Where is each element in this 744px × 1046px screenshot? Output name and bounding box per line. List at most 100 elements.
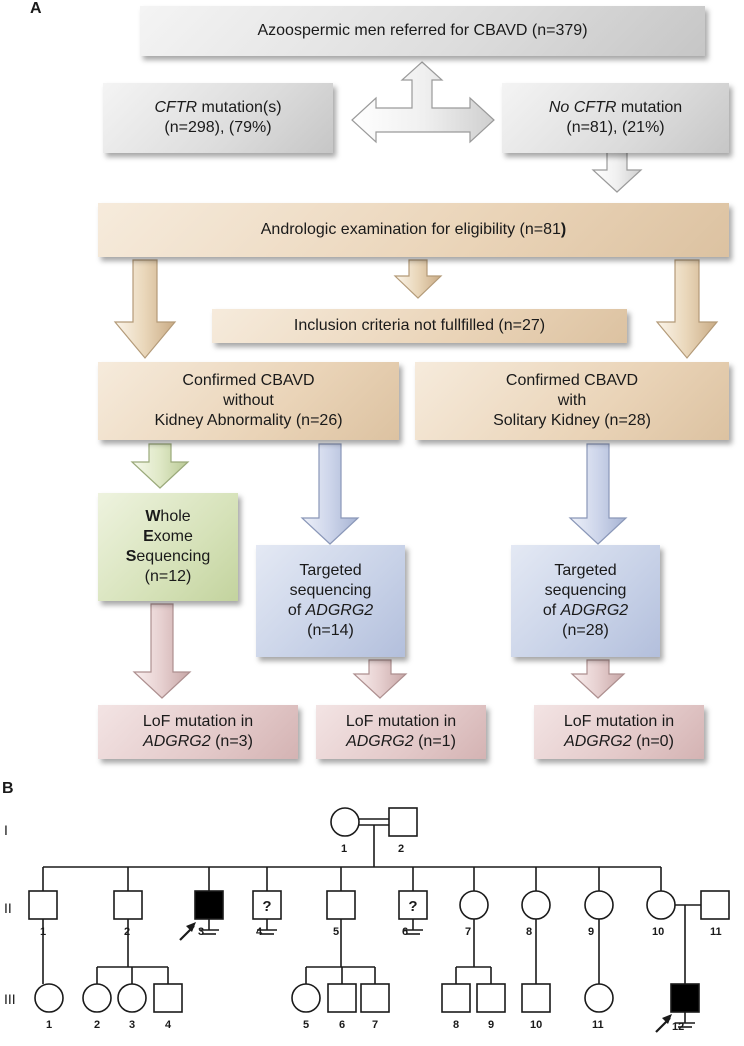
wes-line2: Exome	[143, 527, 193, 547]
andrologic-text: Andrologic examination for eligibility (…	[261, 220, 567, 240]
ped-label-III-2: 2	[94, 1019, 100, 1031]
proband-arrow-II-3	[179, 922, 196, 941]
nocftr-prefix: No CFTR	[548, 99, 617, 116]
ped-label-II-8: 8	[526, 926, 532, 938]
wes-s-bold: S	[125, 548, 137, 565]
ped-label-II-3: 3	[198, 926, 204, 938]
arrow-andrologic-to-inclusion	[393, 259, 443, 299]
infertile-III-12	[675, 1012, 695, 1028]
cftr-gene: CFTR	[154, 99, 198, 116]
ped-III-6	[327, 983, 357, 1013]
arrow-andrologic-to-confirmed-right	[655, 259, 719, 359]
arrow-confirmed-left-to-wes	[130, 443, 190, 489]
arrow-wes-to-lof-left	[132, 603, 192, 699]
wes-w-bold: W	[145, 508, 161, 525]
ped-label-III-9: 9	[488, 1019, 494, 1031]
cftr-line1: CFTR mutation(s)	[154, 98, 281, 118]
ped-III-9	[476, 983, 506, 1013]
ped-II-7	[459, 890, 489, 920]
ped-II-5	[326, 890, 356, 920]
ped-III-10	[521, 983, 551, 1013]
wes-line4: (n=12)	[144, 568, 192, 585]
lof-right-l2: ADGRG2 (n=0)	[564, 732, 674, 752]
ped-label-III-12: 12	[672, 1021, 684, 1033]
ped-II-6-unknown: ?	[408, 898, 417, 915]
referred-text: Azoospermic men referred for CBAVD (n=37…	[257, 22, 588, 39]
targeted-right-l3: of ADGRG2	[543, 601, 628, 621]
lof-left-n: (n=3)	[210, 733, 253, 750]
ped-label-III-10: 10	[530, 1019, 542, 1031]
lof-right-l1: LoF mutation in	[563, 713, 675, 730]
box-confirmed-right: Confirmed CBAVD with Solitary Kidney (n=…	[415, 362, 729, 440]
arrow-targeted-mid-to-lof-mid	[352, 659, 408, 699]
targeted-mid-gene: ADGRG2	[305, 602, 374, 619]
targeted-right-n: (n=28)	[562, 622, 609, 639]
box-inclusion: Inclusion criteria not fullfilled (n=27)	[212, 309, 627, 343]
ped-label-III-6: 6	[339, 1019, 345, 1031]
infertile-II-3	[199, 919, 219, 935]
andrologic-main: Andrologic examination for eligibility (…	[260, 221, 561, 238]
ped-III-4	[153, 983, 183, 1013]
confirmed-right-line1: Confirmed CBAVD	[505, 372, 639, 389]
panel-a-label: A	[30, 0, 42, 17]
nocftr-suffix: mutation	[616, 99, 683, 116]
lof-mid-l1: LoF mutation in	[345, 713, 457, 730]
lof-left-l1: LoF mutation in	[142, 713, 254, 730]
ped-II-2	[113, 890, 143, 920]
box-cftr-mutation: CFTR mutation(s) (n=298), (79%)	[103, 83, 333, 153]
confirmed-right-line2: with	[557, 392, 587, 409]
nocftr-line1: No CFTR mutation	[549, 98, 682, 118]
arrow-andrologic-to-confirmed-left	[113, 259, 177, 359]
ped-label-II-4: 4	[256, 926, 263, 938]
ped-label-II-2: 2	[124, 926, 130, 938]
ped-III-11	[584, 983, 614, 1013]
targeted-mid-prefix: of	[287, 602, 306, 619]
gen-label-III: III	[4, 991, 16, 1007]
targeted-right-l2: sequencing	[544, 582, 627, 599]
three-way-arrow	[351, 61, 495, 144]
wes-w-rest: hole	[160, 508, 191, 525]
wes-s-rest: equencing	[136, 548, 211, 565]
gen-label-II: II	[4, 900, 12, 916]
arrow-confirmed-right-to-targeted-right	[568, 443, 628, 545]
arrow-targeted-right-to-lof-right	[570, 659, 626, 699]
ped-II-10	[646, 890, 676, 920]
targeted-right-gene: ADGRG2	[560, 602, 629, 619]
targeted-right-l1: Targeted	[554, 562, 617, 579]
ped-label-II-11: 11	[710, 926, 722, 938]
ped-label-III-11: 11	[592, 1019, 604, 1031]
ped-label-II-7: 7	[465, 926, 471, 938]
ped-label-III-5: 5	[303, 1019, 309, 1031]
ped-label-III-7: 7	[372, 1019, 378, 1031]
ped-II-4-unknown: ?	[262, 898, 271, 915]
ped-III-12-affected	[670, 983, 700, 1013]
confirmed-left-line3: Kidney Abnormality (n=26)	[154, 412, 343, 429]
box-referred: Azoospermic men referred for CBAVD (n=37…	[140, 6, 705, 56]
proband-arrow-III-12	[655, 1014, 672, 1033]
andrologic-paren: )	[560, 221, 567, 238]
ped-label-I-2: 2	[398, 843, 404, 855]
ped-III-7	[360, 983, 390, 1013]
infertile-II-6	[403, 919, 423, 935]
wes-line1: Whole	[145, 507, 190, 527]
ped-label-II-5: 5	[333, 926, 339, 938]
ped-label-II-6: 6	[402, 926, 408, 938]
lof-mid-gene: ADGRG2	[346, 733, 414, 750]
confirmed-right-line3: Solitary Kidney (n=28)	[493, 412, 651, 429]
lof-left-gene: ADGRG2	[143, 733, 211, 750]
targeted-mid-l1: Targeted	[299, 562, 362, 579]
cftr-line2: (n=298), (79%)	[164, 119, 272, 136]
box-wes: Whole Exome Sequencing (n=12)	[98, 493, 238, 601]
ped-III-1	[34, 983, 64, 1013]
ped-III-5	[291, 983, 321, 1013]
lof-right-n: (n=0)	[631, 733, 674, 750]
box-lof-mid: LoF mutation in ADGRG2 (n=1)	[316, 705, 486, 759]
confirmed-left-line2: without	[223, 392, 274, 409]
box-targeted-right: Targeted sequencing of ADGRG2 (n=28)	[511, 545, 660, 657]
box-targeted-mid: Targeted sequencing of ADGRG2 (n=14)	[256, 545, 405, 657]
arrow-confirmed-left-to-targeted-mid	[300, 443, 360, 545]
ped-label-I-1: 1	[341, 843, 347, 855]
wes-e-bold: E	[143, 528, 154, 545]
nocftr-line2: (n=81), (21%)	[566, 119, 665, 136]
